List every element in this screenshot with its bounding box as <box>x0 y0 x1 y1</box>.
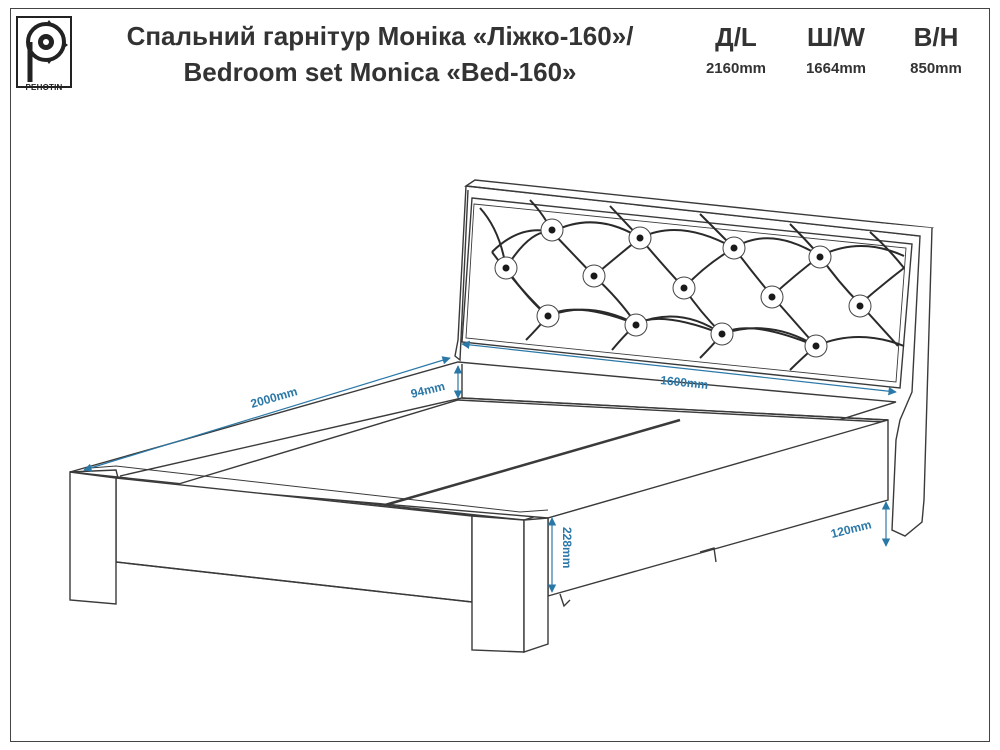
bed-frame <box>69 361 897 653</box>
dimension-height: В/H 850mm <box>881 20 991 77</box>
title-line-ukrainian: Спальний гарнітур Моніка «Ліжко-160»/ <box>126 21 634 51</box>
length-dimension-line <box>83 356 451 472</box>
dimension-height-value: 850mm <box>910 60 962 77</box>
headboard-buttons <box>494 218 872 358</box>
dimension-width-label: Ш/W <box>807 22 865 52</box>
leg-height-label: 228mm <box>560 527 574 568</box>
dimension-width-value: 1664mm <box>805 60 867 77</box>
dimension-lines <box>83 340 897 593</box>
product-title: Спальний гарнітур Моніка «Ліжко-160»/ Be… <box>90 18 670 90</box>
logo-caption: PEHOTIN <box>25 83 63 92</box>
dimension-length: Д/L 2160mm <box>681 20 791 77</box>
dimension-width: Ш/W 1664mm <box>781 20 891 77</box>
width-dimension-line <box>461 340 897 396</box>
dimension-length-value: 2160mm <box>705 60 767 77</box>
title-line-english: Bedroom set Monica «Bed-160» <box>183 57 577 87</box>
brand-logo <box>16 16 72 88</box>
drawing-frame <box>10 8 990 742</box>
width-label: 1600mm <box>660 373 709 392</box>
clearance-label: 120mm <box>829 517 873 541</box>
dimension-length-label: Д/L <box>715 22 757 52</box>
dimension-height-label: В/H <box>913 22 959 52</box>
